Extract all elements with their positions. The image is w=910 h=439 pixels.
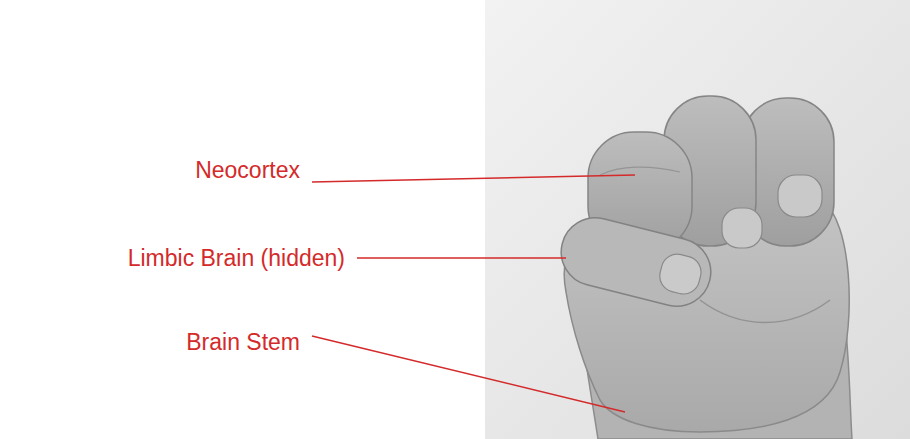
leader-line (357, 257, 566, 259)
leader-line (312, 336, 625, 412)
palm-crease (700, 300, 830, 323)
leader-line (312, 175, 635, 182)
part-label: Brain Stem (186, 328, 300, 356)
fingernail (778, 175, 822, 217)
fingernail (722, 208, 762, 248)
part-label: Neocortex (195, 156, 300, 184)
thumb-shape (554, 211, 718, 314)
photo-ground (485, 0, 910, 439)
thumb (554, 211, 718, 314)
thumbnail (656, 251, 704, 298)
knuckle-crease (600, 167, 680, 175)
part-label: Limbic Brain (hidden) (128, 244, 345, 272)
